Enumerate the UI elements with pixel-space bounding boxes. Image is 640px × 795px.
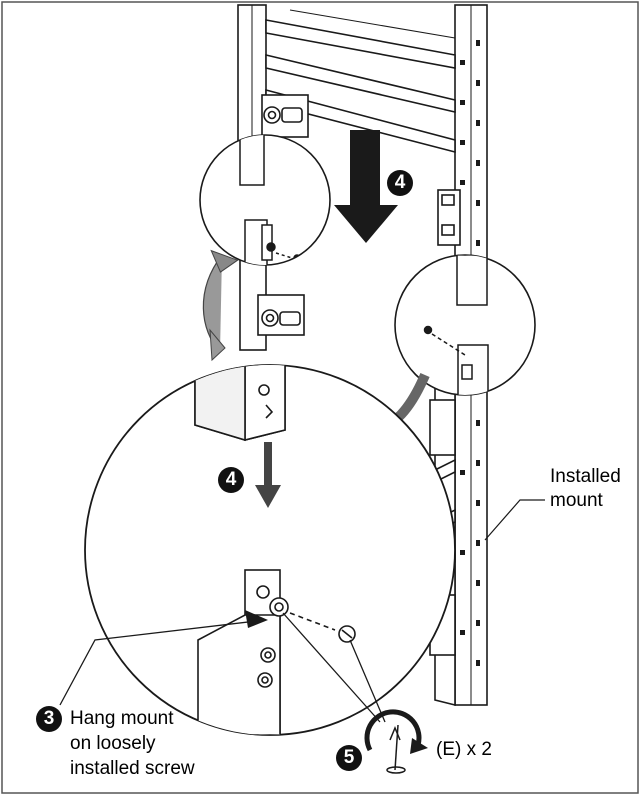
- down-arrow-large: [334, 130, 398, 243]
- step-4-badge-top: 4: [387, 170, 413, 196]
- screwdriver-rotate-icon: [364, 709, 428, 774]
- installed-mount-label-line2: mount: [550, 490, 603, 511]
- step3-pointer-line: [59, 619, 266, 706]
- step3-text-line3: installed screw: [70, 758, 195, 779]
- installed-mount-leader: [484, 499, 545, 541]
- step-4-badge-detail: 4: [218, 467, 244, 493]
- down-arrow-detail: [255, 442, 281, 508]
- step-5-badge: 5: [336, 745, 362, 771]
- right-detail-circle: [394, 254, 536, 396]
- step3-text-line2: on loosely: [70, 733, 156, 754]
- step-3-badge: 3: [36, 706, 62, 732]
- main-detail-circle: [84, 364, 456, 736]
- step5-quantity-label: (E) x 2: [436, 739, 492, 760]
- top-detail-circle: [199, 134, 331, 266]
- installed-mount-label-line1: Installed: [550, 466, 621, 487]
- step5-pointer-lines: [282, 612, 386, 723]
- step3-text-line1: Hang mount: [70, 708, 174, 729]
